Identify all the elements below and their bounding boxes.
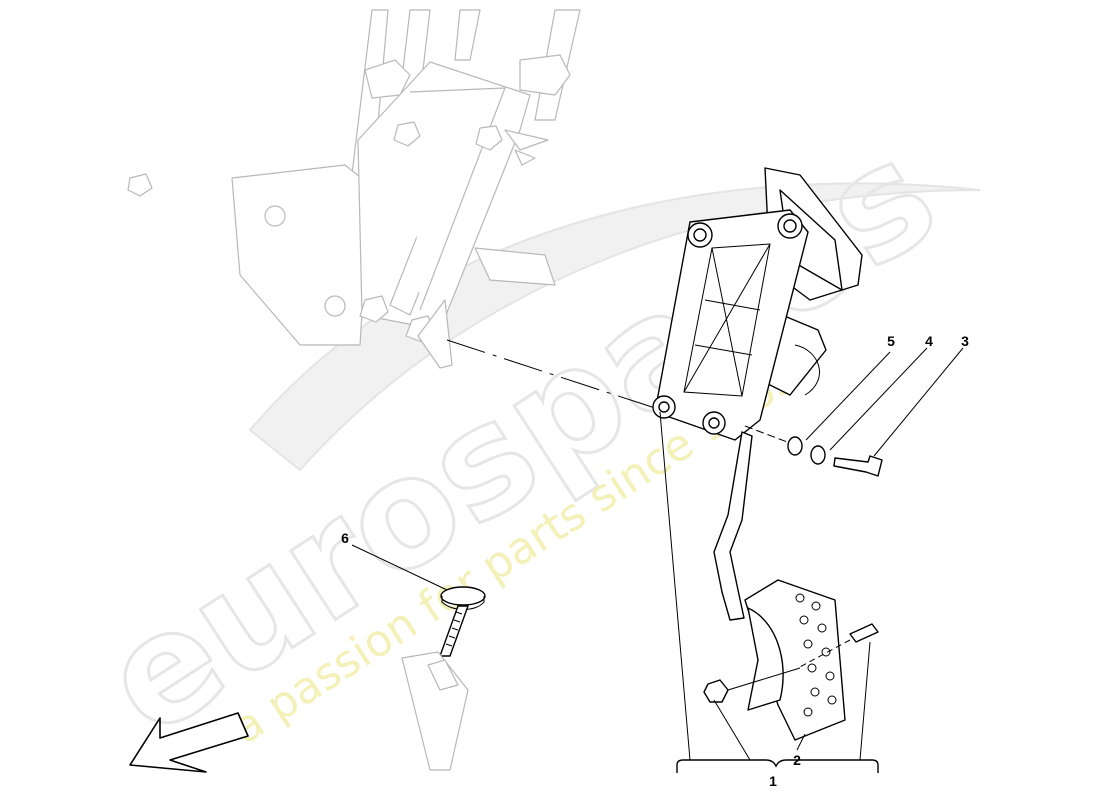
front-direction-arrow-icon bbox=[129, 712, 249, 773]
assembly-bracket bbox=[676, 759, 879, 773]
callout-pedal-pad: 2 bbox=[793, 752, 801, 768]
watermark: eurospares a passion for parts since 198… bbox=[73, 106, 981, 772]
callout-stop-bolt: 6 bbox=[341, 530, 349, 546]
callout-washer-outer: 4 bbox=[925, 333, 933, 349]
fastener-stack bbox=[744, 425, 883, 477]
pedal-pad-nut bbox=[703, 679, 729, 703]
callout-screw: 3 bbox=[961, 333, 969, 349]
stop-bolt-thread bbox=[439, 605, 469, 657]
mounting-screw bbox=[833, 455, 883, 477]
washer-inner bbox=[787, 436, 803, 456]
leader-lines bbox=[351, 347, 964, 761]
stop-bolt-group bbox=[401, 586, 486, 771]
assembly-reference-line bbox=[446, 339, 656, 409]
stop-bolt-head bbox=[440, 586, 486, 606]
pedal-pad-screw bbox=[849, 623, 879, 643]
callout-washer-inner: 5 bbox=[887, 333, 895, 349]
accelerator-pedal-assembly bbox=[652, 167, 879, 741]
pedal-pad-holes bbox=[795, 593, 837, 717]
ghost-pedal-box-bracket bbox=[127, 9, 581, 369]
washer-outer bbox=[810, 445, 826, 465]
callout-assembly: 1 bbox=[769, 773, 777, 789]
